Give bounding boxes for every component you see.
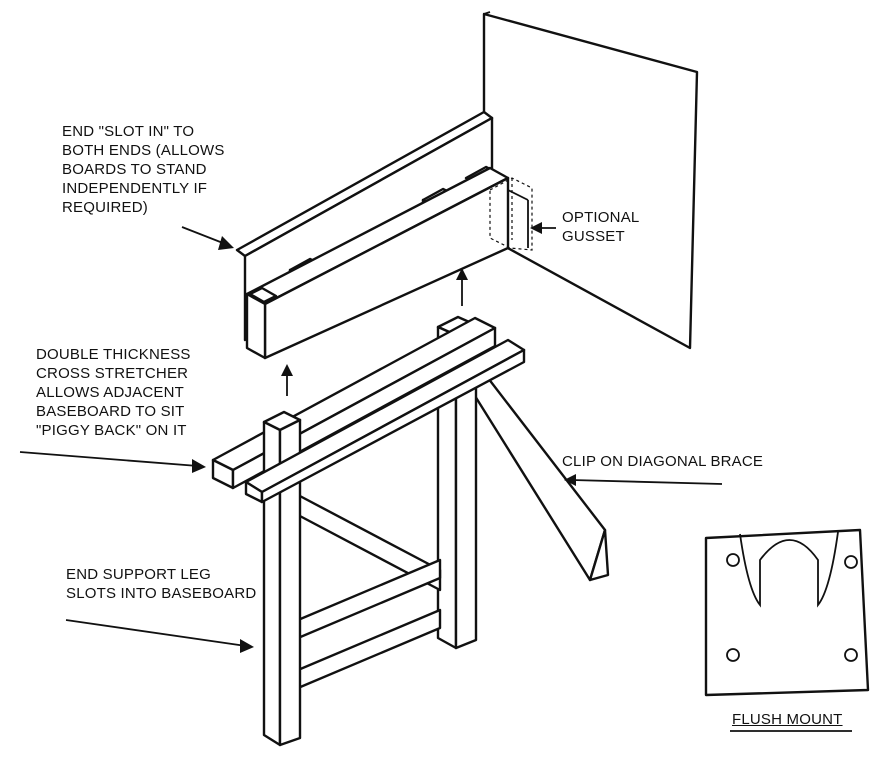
flush-mount-plate (704, 528, 870, 697)
label-cross-stretcher: DOUBLE THICKNESS CROSS STRETCHER ALLOWS … (36, 345, 191, 440)
arrow-cross-stretcher (19, 451, 206, 473)
label-line: BOTH ENDS (ALLOWS (62, 142, 225, 159)
label-line: GUSSET (562, 228, 625, 245)
label-line: CLIP ON DIAGONAL BRACE (562, 453, 764, 470)
label-slot-in: END "SLOT IN" TO BOTH ENDS (ALLOWS BOARD… (62, 122, 225, 217)
arrow-diagonal-brace (564, 474, 723, 486)
label-line: BOARDS TO STAND (62, 161, 207, 178)
trestle (211, 315, 610, 747)
label-line: INDEPENDENTLY IF (62, 180, 208, 197)
end-panel (482, 11, 699, 350)
arrow-up-right (456, 268, 468, 306)
label-line: CROSS STRETCHER (36, 365, 189, 382)
baseboard-frame (235, 110, 533, 360)
label-line: ALLOWS ADJACENT (36, 384, 185, 401)
arrow-end-support (65, 619, 254, 653)
arrow-gusset (530, 222, 556, 234)
arrow-slot-in (181, 226, 234, 250)
label-line: "PIGGY BACK" ON IT (36, 422, 187, 439)
label-line: END "SLOT IN" TO (62, 123, 195, 140)
label-line: BASEBOARD TO SIT (36, 403, 185, 420)
label-line: DOUBLE THICKNESS (36, 346, 191, 363)
label-line: SLOTS INTO BASEBOARD (66, 585, 257, 602)
label-end-support: END SUPPORT LEG SLOTS INTO BASEBOARD (66, 565, 256, 603)
label-line: END SUPPORT LEG (66, 566, 211, 583)
label-gusset: OPTIONAL GUSSET (562, 208, 639, 246)
label-line: REQUIRED) (62, 199, 148, 216)
label-flush-mount: FLUSH MOUNT (732, 711, 843, 728)
label-diagonal-brace: CLIP ON DIAGONAL BRACE (562, 452, 763, 471)
arrow-up-left (281, 364, 293, 396)
label-line: OPTIONAL (562, 209, 640, 226)
